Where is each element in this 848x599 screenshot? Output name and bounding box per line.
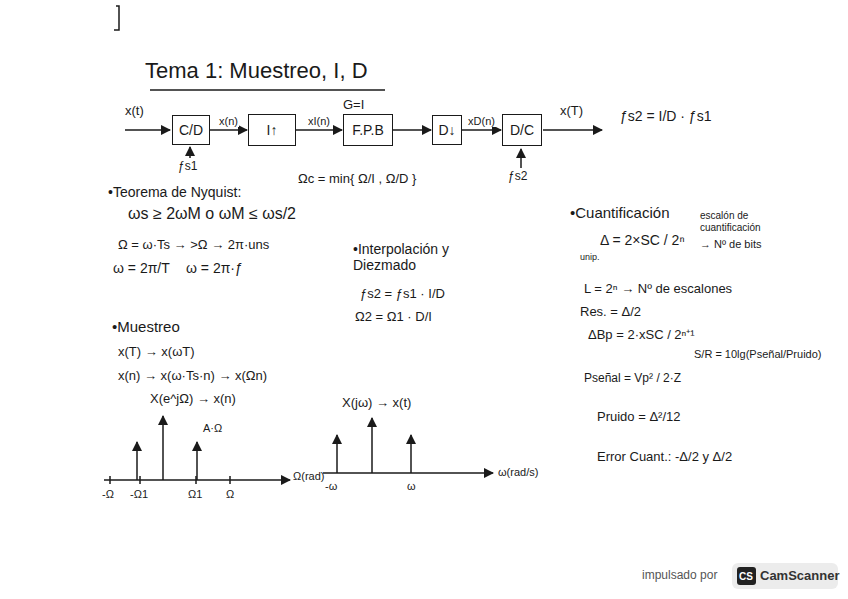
impulse-stem [136,442,138,480]
annotation: -Ω1 [130,488,148,501]
signal-connector [393,129,431,131]
annotation: ω [407,480,416,493]
annotation: ƒs2 = ƒs1 · I/D [360,287,445,302]
annotation: Ω2 = Ω1 · D/I [355,310,432,325]
title-underline [150,89,385,91]
process-box: F.P.B [343,114,393,146]
annotation: CamScanner [760,569,839,584]
process-box: D/C [502,114,542,146]
annotation: L = 2ⁿ → Nº de escalones [584,282,732,297]
impulse-stem [196,442,198,480]
box-label: D/C [510,122,534,138]
annotation: Pseñal = Vp² / 2·Z [584,372,681,386]
process-box: C/D [172,115,210,145]
annotation: Ω [226,488,234,501]
annotation: x(T) → x(ωT) [118,345,195,360]
annotation: escalón de cuantificación [700,210,790,233]
annotation: ΔBp = 2·xSC / 2ⁿ⁺¹ [588,328,695,343]
annotation: x(n) → x(ω·Ts·n) → x(Ωn) [118,369,267,384]
box-label: C/D [179,122,203,138]
signal-connector [462,129,501,131]
clock-arrow [189,147,191,158]
box-label: D↓ [438,122,455,138]
title: Tema 1: Muestreo, I, D [145,58,368,84]
clock-arrow [520,149,522,168]
annotation: X(e^jΩ) → x(n) [150,392,236,407]
annotation: •Cuantificación [570,204,669,221]
annotation: Error Cuant.: -Δ/2 y Δ/2 [597,450,732,465]
annotation: Δ = 2×SC / 2ⁿ [600,232,685,248]
annotation: -Ω [102,488,114,501]
impulse-stem [336,435,338,473]
input-arrow [125,129,170,131]
signal-connector [296,129,342,131]
watermark-logo [737,567,756,585]
annotation: -ω [325,480,337,493]
annotation: X(jω) → x(t) [342,396,411,411]
annotation: Ω(rad) [293,470,324,483]
impulse-stem [410,435,412,473]
plot-axis [323,472,493,474]
box-label: I↑ [267,122,278,138]
signal-name: xI(n) [307,115,331,127]
annotation: ωs ≥ 2ωM o ωM ≤ ωs/2 [128,205,296,223]
process-box: I↑ [248,114,296,146]
box-label: F.P.B [352,122,384,138]
scan-mark [114,6,119,30]
annotation: ƒs1 [178,160,197,174]
annotation: Ω1 [188,488,202,501]
output-arrow [543,129,602,131]
annotation: impulsado por [642,569,717,583]
axis-tick [229,476,231,484]
annotation: unip. [580,252,600,262]
annotation: Pruido = Δ²/12 [597,410,680,425]
impulse-stem [371,418,373,473]
signal-name: x(n) [218,115,239,127]
annotation: Ω = ω·Ts → >Ω → 2π·uns [118,238,269,253]
annotation: x(t) [125,104,144,119]
axis-tick [139,476,141,484]
axis-tick [109,476,111,484]
annotation: ω(rad/s) [498,466,538,479]
annotation: •Teorema de Nyquist: [108,184,241,200]
annotation: CS [739,571,753,583]
annotation: ƒs2 [508,170,527,184]
annotation: •Interpolación y Diezmado [353,241,478,273]
annotation: ω = 2π·ƒ [186,260,243,276]
annotation: A·Ω [203,422,222,435]
signal-connector [210,129,247,131]
annotation: ƒs2 = I/D · ƒs1 [620,108,711,124]
annotation: → Nº de bits [700,238,761,251]
annotation: x(T) [560,104,583,119]
impulse-stem [162,416,164,480]
process-box: D↓ [432,115,462,145]
annotation: Ωc = min{ Ω/I , Ω/D } [298,172,416,187]
signal-name: xD(n) [467,115,496,127]
annotation: G=I [343,98,364,113]
annotation: ω = 2π/T [113,260,170,276]
annotation: •Muestreo [112,318,180,335]
annotation: Res. = Δ/2 [580,305,641,320]
annotation: S/R = 10lg(Pseñal/Pruido) [694,348,821,361]
